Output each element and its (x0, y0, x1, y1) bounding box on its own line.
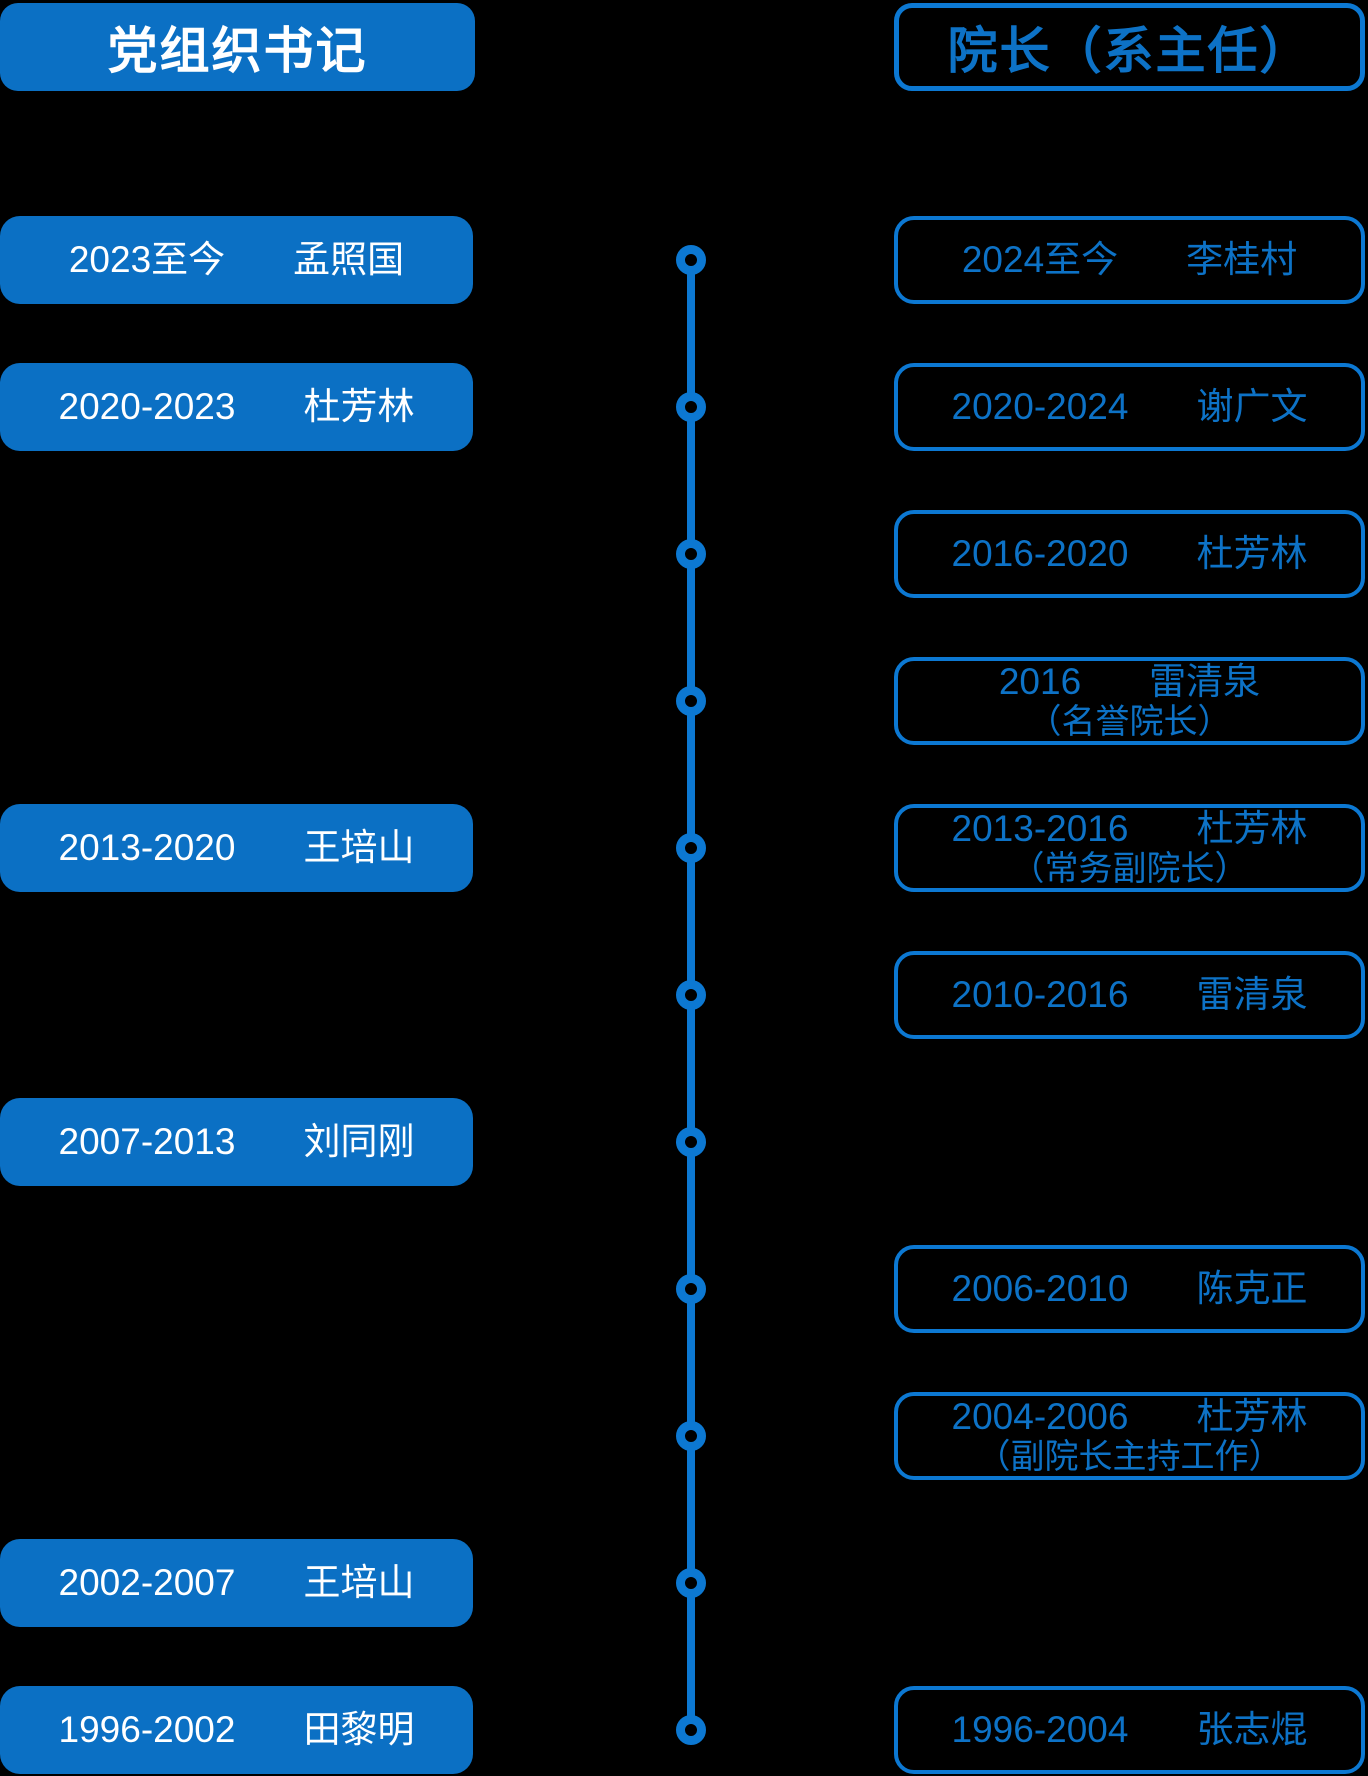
entry-name: 雷清泉 (1196, 973, 1308, 1015)
entry-period: 2020-2023 (58, 385, 236, 427)
entry-name: 李桂村 (1186, 238, 1298, 280)
entry-name: 田黎明 (303, 1708, 415, 1750)
entry-main-line: 2007-2013 刘同刚 (59, 1121, 415, 1164)
dean-entry-box: 2016 雷清泉 （名誉院长） (894, 657, 1365, 745)
entry-main-line: 2006-2010 陈克正 (952, 1268, 1308, 1311)
secretary-entry-box: 2007-2013 刘同刚 (0, 1098, 473, 1186)
entry-note: （副院长主持工作） (976, 1437, 1283, 1476)
entry-note: （名誉院长） (1027, 702, 1232, 741)
secretary-entry-box: 2020-2023 杜芳林 (0, 363, 473, 451)
entry-period: 2010-2016 (951, 973, 1129, 1015)
left-column-header-label: 党组织书记 (107, 23, 368, 79)
entry-name: 杜芳林 (303, 385, 415, 427)
dean-entry-box: 2016-2020 杜芳林 (894, 510, 1365, 598)
entry-name: 陈克正 (1196, 1267, 1308, 1309)
timeline-dot (676, 245, 706, 275)
dean-entry-box: 2010-2016 雷清泉 (894, 951, 1365, 1039)
entry-name: 刘同刚 (303, 1120, 415, 1162)
entry-main-line: 2002-2007 王培山 (59, 1562, 415, 1605)
entry-period: 1996-2004 (951, 1708, 1129, 1750)
timeline-dot (676, 1715, 706, 1745)
timeline-dot (676, 833, 706, 863)
secretary-entry-box: 2023至今 孟照国 (0, 216, 473, 304)
timeline-dot (676, 1421, 706, 1451)
entry-main-line: 2020-2023 杜芳林 (59, 386, 415, 429)
entry-main-line: 1996-2002 田黎明 (59, 1709, 415, 1752)
entry-main-line: 2004-2006 杜芳林 (952, 1396, 1308, 1439)
dean-entry-box: 2004-2006 杜芳林 （副院长主持工作） (894, 1392, 1365, 1480)
entry-period: 2013-2020 (58, 826, 236, 868)
entry-period: 2016-2020 (951, 532, 1129, 574)
entry-main-line: 2024至今 李桂村 (962, 239, 1297, 282)
entry-name: 王培山 (303, 826, 415, 868)
right-column-header: 院长（系主任） (894, 3, 1365, 91)
entry-period: 2024至今 (961, 238, 1119, 280)
entry-period: 2004-2006 (951, 1395, 1129, 1437)
entry-name: 孟照国 (293, 238, 405, 280)
entry-name: 王培山 (303, 1561, 415, 1603)
entry-main-line: 1996-2004 张志焜 (952, 1709, 1308, 1752)
dean-entry-box: 2020-2024 谢广文 (894, 363, 1365, 451)
entry-period: 2002-2007 (58, 1561, 236, 1603)
secretary-entry-box: 1996-2002 田黎明 (0, 1686, 473, 1774)
right-column-header-label: 院长（系主任） (947, 23, 1312, 79)
dean-entry-box: 1996-2004 张志焜 (894, 1686, 1365, 1774)
entry-name: 杜芳林 (1196, 807, 1308, 849)
timeline-dot (676, 980, 706, 1010)
dean-entry-box: 2024至今 李桂村 (894, 216, 1365, 304)
timeline-dot (676, 1127, 706, 1157)
entry-main-line: 2016 雷清泉 (999, 661, 1260, 704)
entry-period: 2020-2024 (951, 385, 1129, 427)
entry-note: （常务副院长） (1010, 849, 1249, 888)
timeline-dot (676, 686, 706, 716)
secretary-entry-box: 2013-2020 王培山 (0, 804, 473, 892)
timeline-dot (676, 392, 706, 422)
entry-name: 杜芳林 (1196, 1395, 1308, 1437)
entry-period: 2013-2016 (951, 807, 1129, 849)
entry-name: 杜芳林 (1196, 532, 1308, 574)
entry-name: 张志焜 (1196, 1708, 1308, 1750)
left-column-header: 党组织书记 (0, 3, 475, 91)
dean-entry-box: 2013-2016 杜芳林 （常务副院长） (894, 804, 1365, 892)
entry-period: 2023至今 (68, 238, 226, 280)
entry-main-line: 2023至今 孟照国 (69, 239, 404, 282)
entry-period: 2016 (998, 660, 1082, 702)
secretary-entry-box: 2002-2007 王培山 (0, 1539, 473, 1627)
entry-period: 2006-2010 (951, 1267, 1129, 1309)
entry-name: 谢广文 (1196, 385, 1308, 427)
timeline-dot (676, 539, 706, 569)
entry-period: 1996-2002 (58, 1708, 236, 1750)
entry-main-line: 2020-2024 谢广文 (952, 386, 1308, 429)
entry-period: 2007-2013 (58, 1120, 236, 1162)
timeline-dot (676, 1568, 706, 1598)
entry-main-line: 2013-2016 杜芳林 (952, 808, 1308, 851)
entry-main-line: 2013-2020 王培山 (59, 827, 415, 870)
entry-main-line: 2010-2016 雷清泉 (952, 974, 1308, 1017)
timeline-dot (676, 1274, 706, 1304)
dean-entry-box: 2006-2010 陈克正 (894, 1245, 1365, 1333)
entry-name: 雷清泉 (1149, 660, 1261, 702)
entry-main-line: 2016-2020 杜芳林 (952, 533, 1308, 576)
